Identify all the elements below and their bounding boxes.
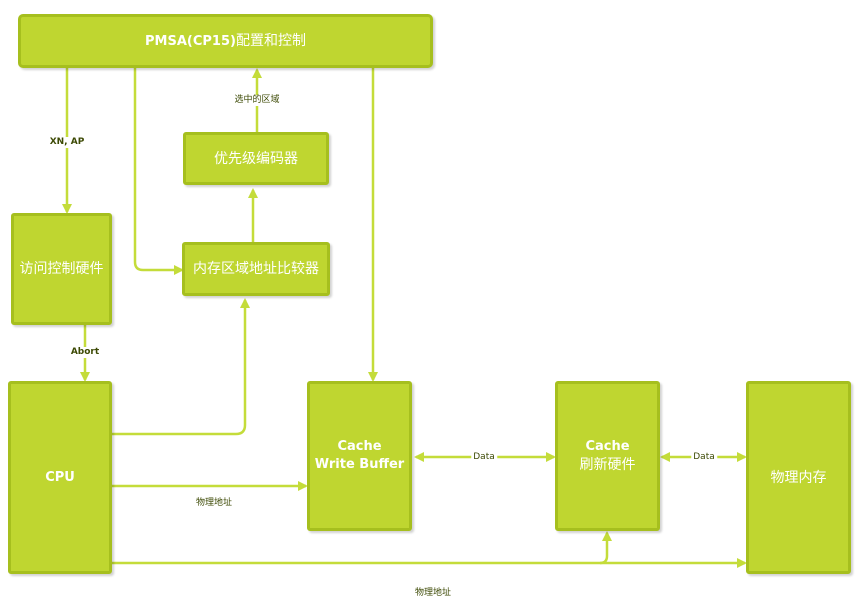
write-buffer-line2: Write Buffer [314, 457, 405, 472]
cache-flush-line2: 刷新硬件 [579, 457, 636, 473]
label-selected-region: 选中的区域 [232, 95, 282, 106]
label-xn-ap: XN, AP [47, 137, 87, 148]
edge-pmsa-to-comparator [133, 68, 184, 275]
region-comparator-box: 内存区域地址比较器 [182, 242, 330, 296]
access-control-box: 访问控制硬件 [11, 213, 112, 325]
edge-cpu-to-flush [599, 531, 612, 565]
write-buffer-line1: Cache [337, 439, 382, 454]
access-control-label: 访问控制硬件 [19, 261, 104, 277]
label-data-2: Data [691, 452, 717, 463]
cache-flush-box: Cache 刷新硬件 [555, 381, 660, 531]
priority-encoder-label: 优先级编码器 [214, 150, 298, 167]
label-physical-address-1: 物理地址 [193, 498, 235, 509]
pmsa-title-rest: 配置和控制 [235, 32, 306, 49]
pmsa-config-label: PMSA(CP15)配置和控制 [145, 32, 306, 51]
edge-cpu-to-comparator [112, 298, 250, 436]
physical-memory-label: 物理内存 [770, 469, 827, 486]
label-abort: Abort [68, 347, 102, 358]
region-comparator-label: 内存区域地址比较器 [193, 261, 319, 277]
physical-memory-box: 物理内存 [746, 381, 851, 574]
pmsa-config-box: PMSA(CP15)配置和控制 [18, 14, 433, 68]
cpu-box: CPU [8, 381, 112, 574]
priority-encoder-box: 优先级编码器 [183, 132, 329, 185]
label-data-1: Data [471, 452, 497, 463]
label-physical-address-2: 物理地址 [412, 588, 454, 599]
cache-flush-line1: Cache [585, 439, 630, 454]
cpu-label: CPU [45, 469, 75, 485]
write-buffer-box: Cache Write Buffer [307, 381, 412, 531]
pmsa-title: PMSA(CP15) [145, 33, 236, 49]
